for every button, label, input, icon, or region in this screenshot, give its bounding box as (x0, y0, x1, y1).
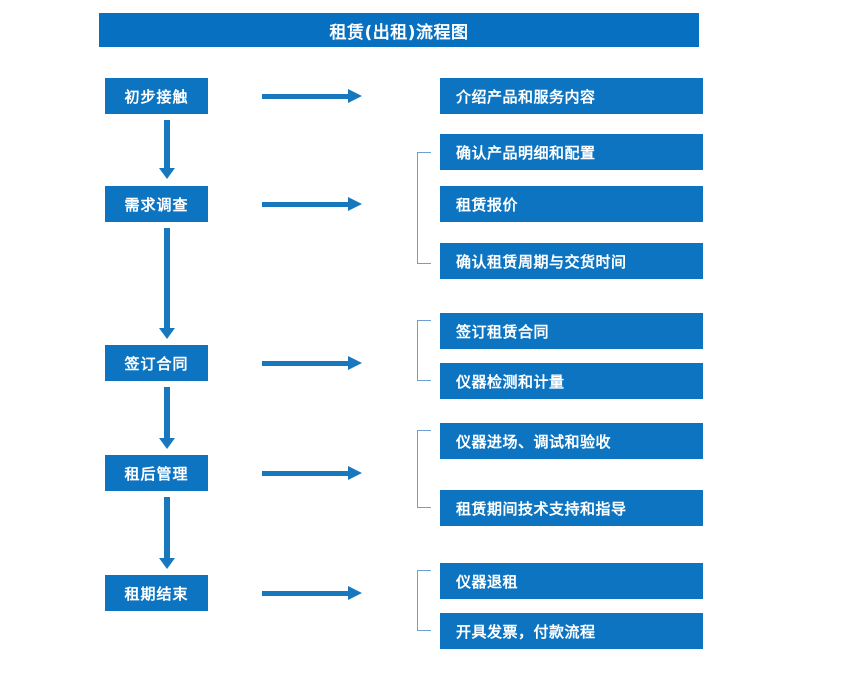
arrow-shaft (262, 202, 350, 207)
arrow-shaft (262, 361, 350, 366)
vertical-arrow-2 (159, 228, 175, 340)
vertical-arrow-3 (159, 387, 175, 450)
horizontal-arrow-4 (262, 466, 362, 480)
arrow-head-icon (159, 558, 175, 569)
horizontal-arrow-2 (262, 197, 362, 211)
group-bracket-lease-end (417, 570, 431, 631)
arrow-shaft (262, 471, 350, 476)
arrow-head-icon (348, 586, 362, 600)
group-bracket-post-lease-management (417, 430, 431, 508)
arrow-head-icon (348, 197, 362, 211)
detail-box-confirm-product-details[interactable]: 确认产品明细和配置 (440, 134, 703, 170)
detail-box-instrument-return[interactable]: 仪器退租 (440, 563, 703, 599)
arrow-head-icon (348, 356, 362, 370)
detail-box-instrument-entry-commissioning[interactable]: 仪器进场、调试和验收 (440, 423, 703, 459)
arrow-shaft (164, 497, 170, 558)
arrow-shaft (164, 228, 170, 328)
horizontal-arrow-5 (262, 586, 362, 600)
arrow-head-icon (159, 168, 175, 179)
detail-box-instrument-inspection[interactable]: 仪器检测和计量 (440, 363, 703, 399)
vertical-arrow-4 (159, 497, 175, 570)
horizontal-arrow-3 (262, 356, 362, 370)
group-bracket-sign-contract (417, 320, 431, 381)
vertical-arrow-1 (159, 120, 175, 180)
detail-box-introduce-products[interactable]: 介绍产品和服务内容 (440, 78, 703, 114)
detail-box-confirm-lease-period[interactable]: 确认租赁周期与交货时间 (440, 243, 703, 279)
detail-box-lease-quotation[interactable]: 租赁报价 (440, 186, 703, 222)
stage-box-initial-contact[interactable]: 初步接触 (105, 78, 208, 114)
stage-box-sign-contract[interactable]: 签订合同 (105, 345, 208, 381)
stage-box-lease-end[interactable]: 租期结束 (105, 575, 208, 611)
stage-box-post-lease-management[interactable]: 租后管理 (105, 455, 208, 491)
arrow-head-icon (159, 438, 175, 449)
group-bracket-needs-survey (417, 152, 431, 264)
detail-box-sign-lease-contract[interactable]: 签订租赁合同 (440, 313, 703, 349)
arrow-head-icon (159, 328, 175, 339)
arrow-shaft (164, 387, 170, 438)
detail-box-technical-support[interactable]: 租赁期间技术支持和指导 (440, 490, 703, 526)
detail-box-invoice-payment[interactable]: 开具发票，付款流程 (440, 613, 703, 649)
arrow-shaft (164, 120, 170, 168)
horizontal-arrow-1 (262, 89, 362, 103)
arrow-head-icon (348, 89, 362, 103)
diagram-title: 租赁(出租)流程图 (99, 13, 699, 47)
arrow-shaft (262, 591, 350, 596)
arrow-head-icon (348, 466, 362, 480)
arrow-shaft (262, 94, 350, 99)
stage-box-needs-survey[interactable]: 需求调查 (105, 186, 208, 222)
